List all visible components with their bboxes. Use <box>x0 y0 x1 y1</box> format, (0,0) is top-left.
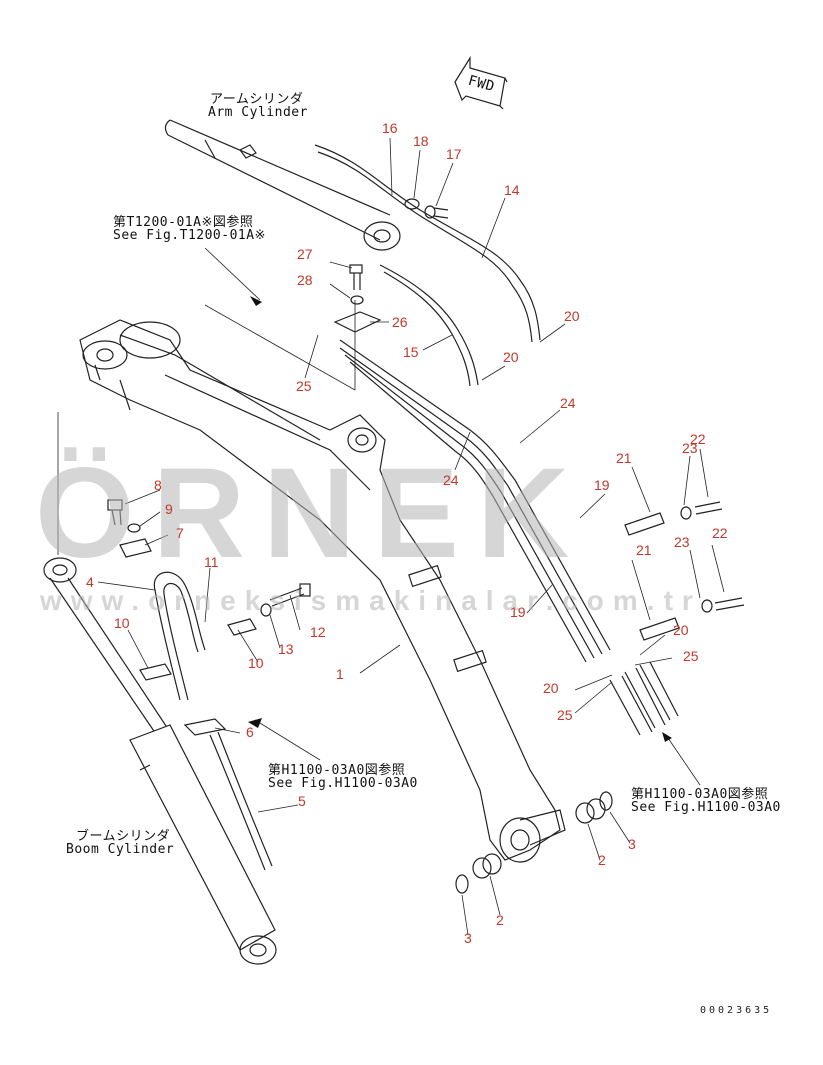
callout-5: 5 <box>298 793 306 809</box>
clamp-6 <box>183 718 227 736</box>
watermark-url: www.orneksismakinalar.com.tr <box>40 585 702 616</box>
callout-26: 26 <box>392 314 408 330</box>
callout-2-left: 2 <box>496 912 504 928</box>
callout-3-left: 3 <box>464 930 472 946</box>
arm-cylinder-label-en: Arm Cylinder <box>208 105 308 120</box>
callout-23-b: 23 <box>674 534 690 550</box>
callout-7: 7 <box>176 525 184 541</box>
ref-h1100-right-jp: 第H1100-03A0図参照 <box>631 787 769 802</box>
hose-4 <box>153 571 206 701</box>
callout-18: 18 <box>413 133 429 149</box>
callout-24-a: 24 <box>560 395 576 411</box>
boom-cylinder-label-en: Boom Cylinder <box>66 842 175 857</box>
callout-8: 8 <box>154 477 162 493</box>
callout-20-b: 20 <box>503 349 519 365</box>
ref-t1200-en: See Fig.T1200-01A※ <box>113 228 266 243</box>
washer-9 <box>127 523 141 533</box>
callout-9: 9 <box>165 501 173 517</box>
callout-11: 11 <box>204 554 219 570</box>
callout-21-a: 21 <box>616 450 632 466</box>
hose-15 <box>379 264 479 387</box>
callout-20-c: 20 <box>673 622 689 638</box>
callout-27: 27 <box>297 246 313 262</box>
bushing-2-left <box>472 853 502 879</box>
arm-cylinder <box>164 119 401 251</box>
washer-13 <box>260 603 272 617</box>
bracket-21b <box>639 617 680 641</box>
ref-h1100-left-jp: 第H1100-03A0図参照 <box>268 763 406 778</box>
bolt-22b <box>714 597 745 611</box>
fwd-arrow <box>454 55 508 110</box>
arrowheads <box>248 296 672 742</box>
boom <box>79 319 566 863</box>
ref-h1100-right-en: See Fig.H1100-03A0 <box>631 800 781 815</box>
boom-cylinder <box>43 557 277 965</box>
callout-14: 14 <box>504 182 520 198</box>
callout-1: 1 <box>336 666 344 682</box>
clamp-10b <box>227 618 257 636</box>
callout-4: 4 <box>86 574 94 590</box>
hose-14 <box>314 144 541 343</box>
bolt-12 <box>269 583 311 607</box>
callout-21-b: 21 <box>636 542 652 558</box>
bolt-27 <box>349 264 363 290</box>
seal-3-right <box>599 791 613 811</box>
callout-16: 16 <box>382 120 398 136</box>
washer-23b <box>701 599 713 613</box>
callout-20-d: 20 <box>543 680 559 696</box>
washer-28 <box>350 295 364 305</box>
ref-h1100-left-en: See Fig.H1100-03A0 <box>268 776 418 791</box>
callout-25-low: 25 <box>557 707 573 723</box>
callout-25-mid: 25 <box>683 648 699 664</box>
boom-cylinder-label-jp: ブームシリンダ <box>76 829 171 844</box>
callout-2-right: 2 <box>598 852 606 868</box>
callout-17: 17 <box>446 146 462 162</box>
callout-22-b: 22 <box>712 525 728 541</box>
bracket-21a <box>624 512 665 536</box>
callout-28: 28 <box>297 272 313 288</box>
bushing-2-right <box>575 798 606 824</box>
hose-ends-25 <box>609 661 679 736</box>
clamp-10a <box>139 663 172 681</box>
hose-5 <box>209 731 273 871</box>
ref-t1200-jp: 第T1200-01A※図参照 <box>113 215 254 230</box>
seal-3-left <box>455 874 469 894</box>
washer-23a <box>680 506 692 520</box>
bolt-17 <box>424 205 449 219</box>
callout-15: 15 <box>403 344 419 360</box>
callout-13: 13 <box>278 641 294 657</box>
callout-19-a: 19 <box>594 477 610 493</box>
callout-10-b: 10 <box>248 655 264 671</box>
clamp-7 <box>119 538 152 558</box>
clamp-26 <box>333 311 382 333</box>
bolt-8 <box>107 499 123 526</box>
washer-18 <box>404 198 420 210</box>
callout-10-a: 10 <box>114 615 130 631</box>
callout-6: 6 <box>246 724 254 740</box>
watermark-logo: ÖRNEK <box>35 442 588 585</box>
arm-cylinder-label-jp: アームシリンダ <box>210 92 304 107</box>
callout-23-a: 23 <box>682 440 698 456</box>
callout-3-right: 3 <box>628 836 636 852</box>
leader-lines <box>57 137 725 936</box>
tube-bundle <box>339 339 611 663</box>
bolt-22a <box>694 501 723 515</box>
callout-20-a: 20 <box>564 308 580 324</box>
callout-25-top: 25 <box>296 378 312 394</box>
callout-22-a: 22 <box>690 431 706 447</box>
callout-12: 12 <box>310 624 326 640</box>
callout-19-b: 19 <box>510 604 526 620</box>
document-number: 00023635 <box>700 1005 773 1016</box>
callout-24-b: 24 <box>443 472 459 488</box>
